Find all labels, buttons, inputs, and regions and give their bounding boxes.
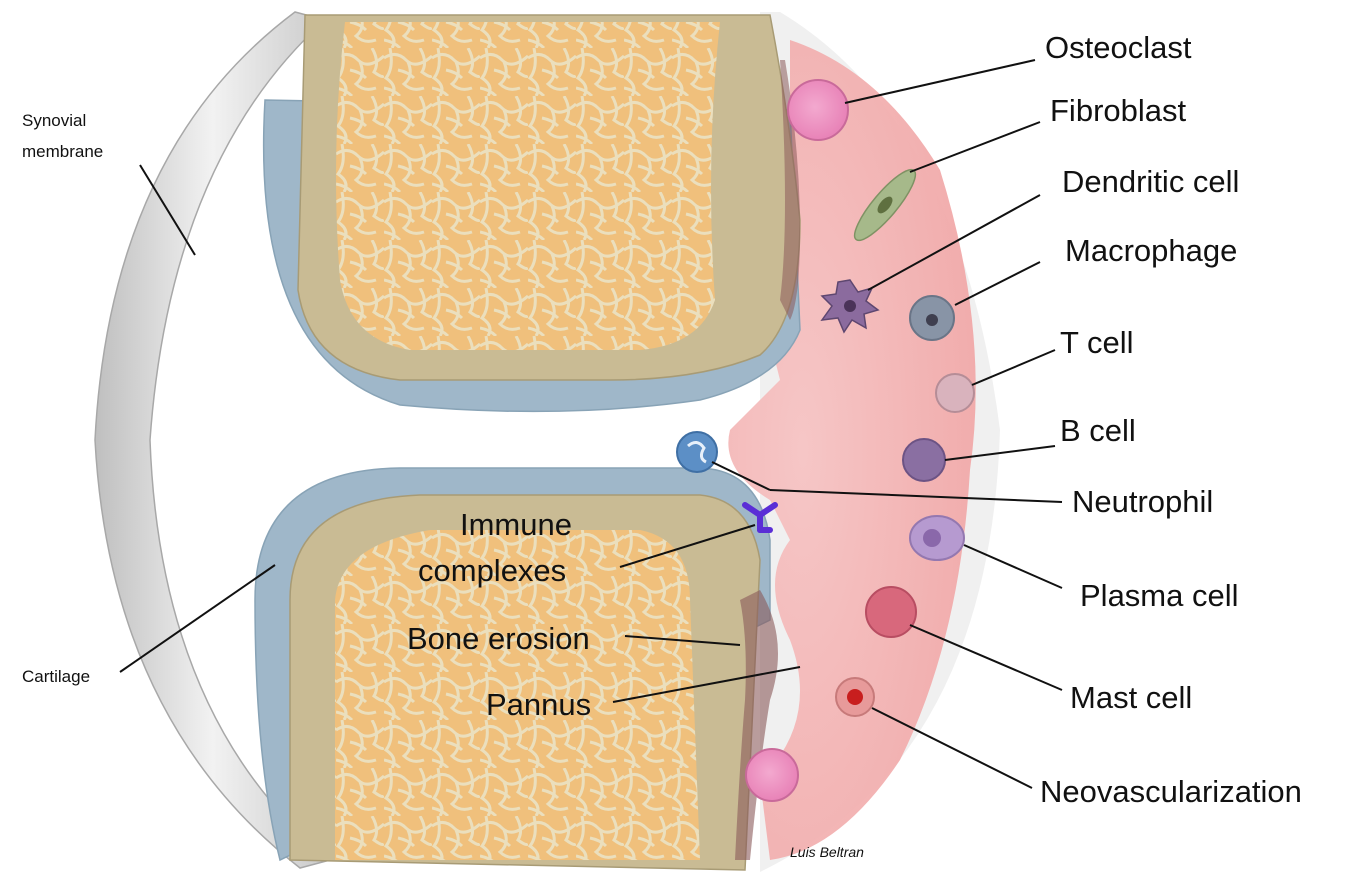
artist-signature: Luis Beltran xyxy=(790,844,864,860)
label-mast-cell: Mast cell xyxy=(1070,680,1192,715)
label-synovial-membrane-line1: Synovial xyxy=(22,111,86,130)
label-cartilage: Cartilage xyxy=(22,667,90,686)
osteoclast-lower-cell xyxy=(746,749,798,801)
osteoclast-cell xyxy=(788,80,848,140)
upper-trabecular-bone xyxy=(336,22,720,350)
label-immune-complexes-line2: complexes xyxy=(418,553,566,588)
b-cell xyxy=(903,439,945,481)
leader-fibroblast xyxy=(910,122,1040,172)
label-pannus: Pannus xyxy=(486,687,591,722)
label-synovial-membrane-line2: membrane xyxy=(22,142,103,161)
label-b-cell: B cell xyxy=(1060,413,1136,448)
label-fibroblast: Fibroblast xyxy=(1050,93,1186,128)
macrophage-nucleus xyxy=(926,314,938,326)
mast-cell xyxy=(866,587,916,637)
label-bone-erosion: Bone erosion xyxy=(407,621,590,656)
label-neovascularization: Neovascularization xyxy=(1040,774,1302,809)
label-neutrophil: Neutrophil xyxy=(1072,484,1213,519)
plasma-cell-nucleus xyxy=(923,529,941,547)
t-cell xyxy=(936,374,974,412)
leader-osteoclast xyxy=(845,60,1035,103)
label-dendritic-cell: Dendritic cell xyxy=(1062,164,1239,199)
neutrophil-cell xyxy=(677,432,717,472)
neovascularization-core xyxy=(847,689,863,705)
label-immune-complexes-line1: Immune xyxy=(460,507,572,542)
label-macrophage: Macrophage xyxy=(1065,233,1237,268)
label-osteoclast: Osteoclast xyxy=(1045,30,1192,65)
label-t-cell: T cell xyxy=(1060,325,1134,360)
label-plasma-cell: Plasma cell xyxy=(1080,578,1239,613)
